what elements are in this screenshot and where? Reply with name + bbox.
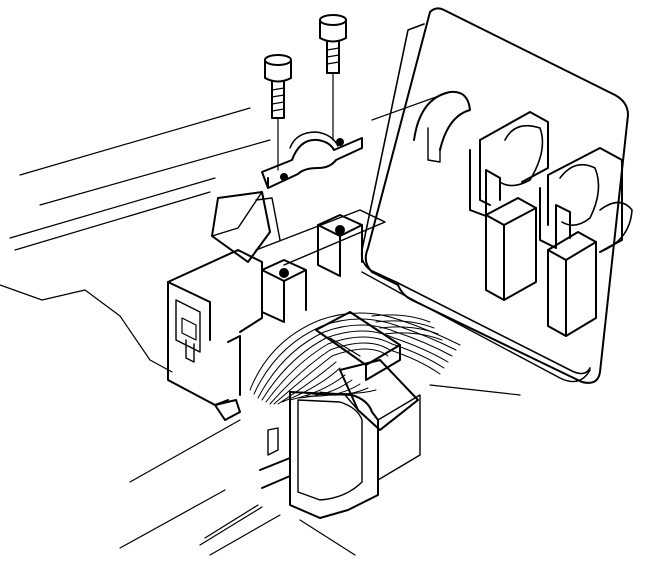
- connector-housing: [259, 391, 421, 519]
- chassis-panel: [0, 91, 521, 556]
- bolt-left: [264, 54, 292, 171]
- bolt-right: [319, 14, 347, 141]
- plate-tabs: [413, 90, 633, 337]
- connector-plug: [315, 311, 419, 431]
- side-bracket: [167, 249, 263, 421]
- locking-tab: [211, 191, 281, 263]
- mounting-bosses: [255, 209, 386, 323]
- retaining-clamp: [261, 131, 363, 189]
- tilted-mounting-plate: [360, 7, 629, 384]
